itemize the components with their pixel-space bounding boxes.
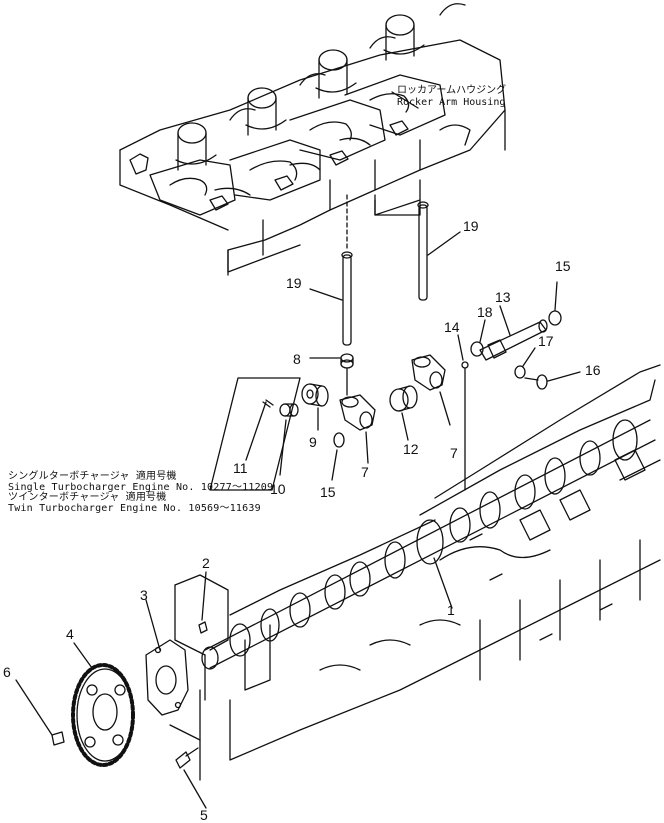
- part-number-15-upper: 15: [555, 258, 571, 274]
- part-number-15-lower: 15: [320, 484, 336, 500]
- note-line-3: ツインターボチャージャ 適用号機: [8, 492, 167, 503]
- note-line-4: Twin Turbocharger Engine No. 10569～11639: [8, 503, 261, 514]
- part-number-8: 8: [293, 351, 301, 367]
- part-number-14: 14: [444, 319, 460, 335]
- nut-18: [470, 319, 486, 357]
- pin-2: [198, 571, 208, 634]
- camshaft-1: [201, 419, 656, 670]
- dowel-pin-box: [209, 377, 301, 491]
- bolt-6: [15, 679, 65, 746]
- cam-follower-7-right: [411, 354, 451, 426]
- snap-ring-15-lower: [331, 432, 345, 481]
- part-number-16: 16: [585, 362, 601, 378]
- bushing-12: [389, 385, 418, 441]
- cam-follower-7-left: [339, 394, 376, 464]
- part-number-13: 13: [495, 289, 511, 305]
- bolt-16: [524, 371, 581, 390]
- bushing-9: [301, 383, 329, 431]
- washer-17: [514, 347, 536, 379]
- part-number-19-left: 19: [286, 275, 302, 291]
- part-number-19-right: 19: [463, 218, 479, 234]
- rocker-housing-label-jp: ロッカアームハウジング: [397, 85, 507, 96]
- engine-block: [174, 364, 661, 781]
- part-number-10: 10: [270, 481, 286, 497]
- part-number-17: 17: [538, 333, 554, 349]
- rocker-shaft-13: [479, 305, 548, 361]
- snap-ring-15-upper: [548, 281, 562, 326]
- part-number-1: 1: [447, 602, 455, 618]
- note-line-2: Single Turbocharger Engine No. 10277～112…: [8, 482, 274, 493]
- cam-gear-4: [71, 642, 135, 767]
- part-number-11: 11: [233, 460, 248, 476]
- part-number-5: 5: [200, 807, 208, 823]
- part-number-6: 6: [3, 664, 11, 680]
- part-number-9: 9: [309, 434, 317, 450]
- part-number-18: 18: [477, 304, 493, 320]
- bolt-5: [175, 747, 207, 809]
- seat-8: [309, 353, 354, 396]
- part-number-7-right: 7: [450, 445, 458, 461]
- part-number-7-left: 7: [361, 464, 369, 480]
- rocker-housing-label-en: Rocker Arm Housing: [397, 97, 506, 108]
- part-number-3: 3: [140, 587, 148, 603]
- thrust-plate-3: [145, 599, 201, 741]
- push-rod-19-right: [417, 201, 461, 301]
- ball-14: [457, 334, 469, 491]
- part-number-12: 12: [403, 441, 419, 457]
- note-line-1: シングルターボチャージャ 適用号機: [8, 471, 177, 482]
- part-number-4: 4: [66, 626, 74, 642]
- rocker-arm-housing-assembly: [119, 3, 506, 276]
- push-rod-19-left: [309, 194, 353, 346]
- part-number-2: 2: [202, 555, 210, 571]
